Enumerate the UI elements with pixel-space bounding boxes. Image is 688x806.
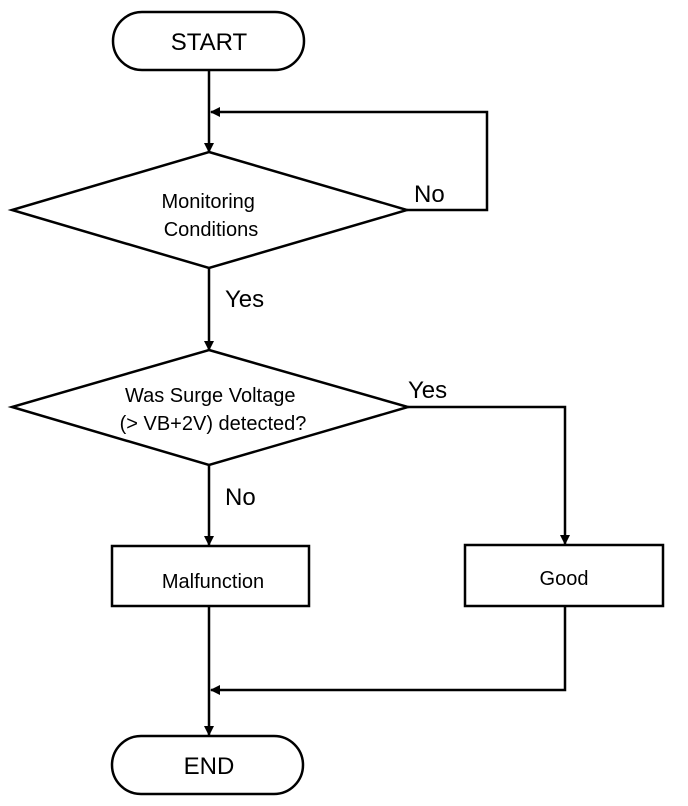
malfunction-box xyxy=(110,544,311,608)
start-label: START xyxy=(171,29,248,56)
connector-surge-yes xyxy=(408,405,570,545)
monitoring-conditions-label: Monitoring Conditions xyxy=(162,191,261,241)
malfunction-label: Malfunction xyxy=(162,571,264,593)
connector-good-to-end xyxy=(210,606,567,695)
surge-voltage-decision xyxy=(7,348,413,467)
surge-voltage-label: Was Surge Voltage (> VB+2V) detected? xyxy=(120,385,307,435)
monitoring-no-label: No xyxy=(414,181,445,208)
surge-yes-label: Yes xyxy=(408,377,447,404)
monitoring-yes-label: Yes xyxy=(225,286,264,313)
surge-no-label: No xyxy=(225,484,256,511)
connector-monitoring-no-loop xyxy=(210,107,489,212)
good-label: Good xyxy=(540,568,589,590)
end-label: END xyxy=(184,753,235,780)
end-terminal xyxy=(110,734,305,796)
